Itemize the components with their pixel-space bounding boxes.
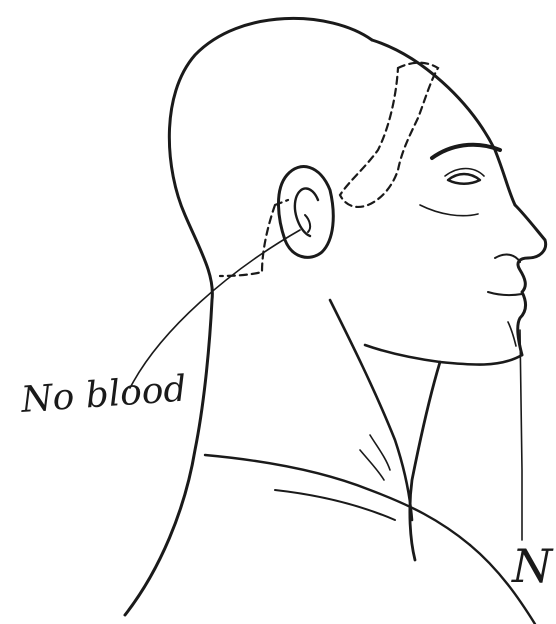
neck-back: [330, 300, 412, 520]
dashed-region-scalp: [340, 63, 438, 207]
jaw-line: [365, 345, 522, 365]
eyebrow: [432, 145, 500, 158]
cheek-line: [420, 205, 478, 216]
chin-crease: [508, 322, 516, 346]
label-no-blood: No blood: [19, 369, 188, 422]
leader-line-right: [520, 330, 522, 540]
ear-outer: [278, 167, 333, 258]
head-outline: [125, 18, 372, 615]
muscle-line-1: [360, 450, 384, 480]
mouth-line: [488, 292, 522, 295]
leader-line-no-blood: [130, 230, 300, 388]
ear-inner-detail: [305, 215, 310, 232]
collarbone-line: [275, 490, 395, 520]
neck-front: [410, 362, 440, 560]
label-right-partial: N: [511, 539, 554, 593]
eye: [448, 174, 480, 184]
nostril: [495, 255, 520, 262]
ear-inner: [295, 188, 318, 236]
